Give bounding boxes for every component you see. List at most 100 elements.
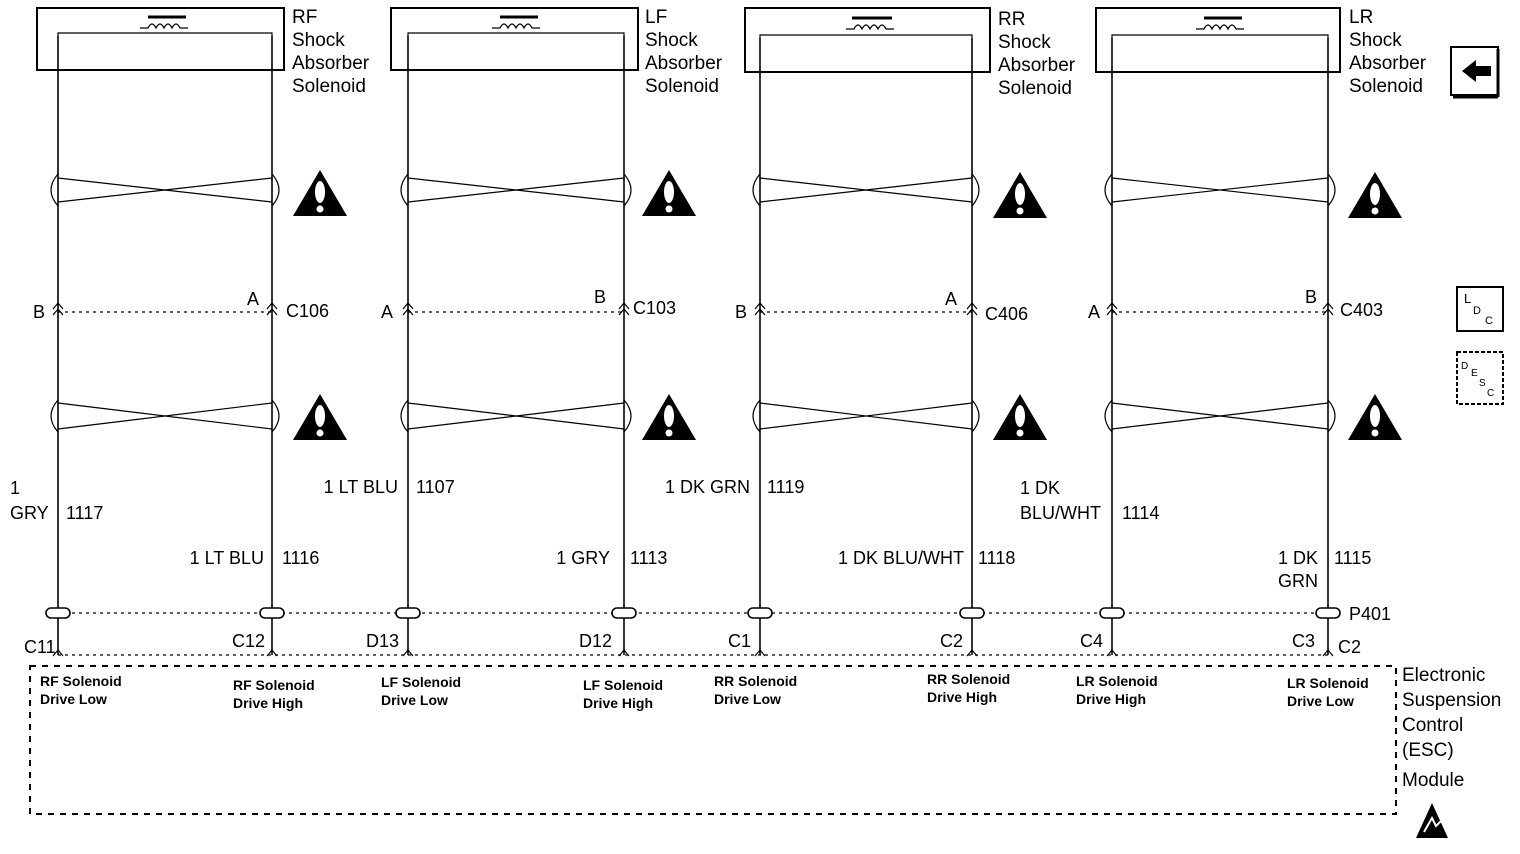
circuit-number: 1113 <box>630 548 667 568</box>
warning-icon <box>1348 394 1402 440</box>
back-arrow-button[interactable] <box>1450 46 1500 99</box>
pin-label: B <box>735 302 747 322</box>
connector-id: C406 <box>985 304 1028 324</box>
wire-color: GRY <box>10 503 49 523</box>
module-name-line: Electronic <box>1402 665 1485 686</box>
twisted-pair-upper <box>50 173 1336 207</box>
circuit-number: 1107 <box>416 477 455 497</box>
solenoid-label-line: Solenoid <box>645 76 719 97</box>
connector-id: C403 <box>1340 300 1383 320</box>
wire-color: 1 DK BLU/WHT <box>838 548 964 568</box>
pin-label: C2 <box>940 631 963 651</box>
p401-connector: P401 <box>45 604 1391 624</box>
circuit-number: 1114 <box>1122 503 1159 523</box>
terminal-name: Drive Low <box>381 692 448 708</box>
coil-icon <box>492 23 540 30</box>
svg-text:D: D <box>1473 305 1481 317</box>
circuit-number: 1117 <box>66 503 103 523</box>
coil-icon <box>1196 24 1244 31</box>
terminal-name: LR Solenoid <box>1076 673 1158 689</box>
solenoid-label-line: Shock <box>1349 30 1402 51</box>
pin-label: B <box>1305 287 1317 307</box>
terminal-name: Drive High <box>583 695 653 711</box>
rr-solenoid: RR Shock Absorber Solenoid <box>744 7 1076 99</box>
module-name-line: Suspension <box>1402 690 1501 711</box>
terminal-name: RF Solenoid <box>40 673 122 689</box>
terminal-name: RR Solenoid <box>714 673 797 689</box>
module-pin-labels: C11 C12 D13 D12 C1 C2 C4 C3 C2 <box>24 631 1361 657</box>
warning-icon <box>642 170 696 216</box>
wire-color: 1 <box>10 478 20 498</box>
svg-text:L: L <box>1464 291 1471 306</box>
pin-label: A <box>1088 302 1100 322</box>
warning-icons <box>293 170 1402 440</box>
pin-label: A <box>381 302 393 322</box>
solenoid-label-line: Absorber <box>1349 53 1427 74</box>
pin-label: B <box>33 302 45 322</box>
back-arrow-icon <box>1462 60 1491 82</box>
terminal-name: LF Solenoid <box>583 677 663 693</box>
lr-solenoid: LR Shock Absorber Solenoid <box>1095 7 1427 97</box>
connector-row <box>52 302 1334 316</box>
wire-color: 1 LT BLU <box>324 477 398 497</box>
solenoid-label-line: Absorber <box>998 55 1076 76</box>
twisted-pair-lower <box>50 399 1336 433</box>
connector-id: P401 <box>1349 604 1391 624</box>
pin-label: D12 <box>579 631 612 651</box>
coil-icon <box>846 24 894 31</box>
terminal-name: Drive High <box>233 695 303 711</box>
esd-warning-icon <box>1416 803 1448 838</box>
pin-label: C4 <box>1080 631 1103 651</box>
wire-labels: 1 GRY 1117 1 LT BLU 1116 1 LT BLU 1107 1… <box>10 477 1371 591</box>
svg-text:C: C <box>1485 315 1493 327</box>
connector-id: C103 <box>633 298 676 318</box>
wires <box>57 36 1329 655</box>
terminal-name: Drive High <box>927 689 997 705</box>
solenoid-label-line: Absorber <box>292 53 370 74</box>
lf-solenoid: LF Shock Absorber Solenoid <box>390 7 723 97</box>
wire-color: 1 LT BLU <box>190 548 264 568</box>
wire-color: 1 DK <box>1020 478 1060 498</box>
pin-label: C3 <box>1292 631 1315 651</box>
warning-icon <box>642 394 696 440</box>
warning-icon <box>993 394 1047 440</box>
svg-text:D: D <box>1461 361 1468 372</box>
warning-icon <box>1348 172 1402 218</box>
module-name-line: (ESC) <box>1402 740 1454 761</box>
solenoid-label-line: RF <box>292 7 317 28</box>
pin-label: B <box>594 287 606 307</box>
pin-label: C1 <box>728 631 751 651</box>
terminal-name: LR Solenoid <box>1287 675 1369 691</box>
wire-color: 1 DK <box>1278 548 1318 568</box>
svg-text:E: E <box>1471 368 1478 379</box>
desc-icon[interactable]: D E S C <box>1456 351 1504 405</box>
solenoid-label-line: Shock <box>998 32 1051 53</box>
solenoid-label-line: Solenoid <box>1349 76 1423 97</box>
wire-color: BLU/WHT <box>1020 503 1101 523</box>
circuit-number: 1118 <box>978 548 1015 568</box>
terminal-name: Drive Low <box>1287 693 1354 709</box>
pin-label: C11 <box>24 637 56 657</box>
pin-label: C12 <box>232 631 265 651</box>
solenoid-label-line: LR <box>1349 7 1373 28</box>
svg-text:C: C <box>1487 388 1494 399</box>
esc-module: RF Solenoid Drive Low RF Solenoid Drive … <box>29 665 1501 815</box>
solenoid-label-line: Shock <box>292 30 345 51</box>
pin-label: D13 <box>366 631 399 651</box>
wire-color: GRN <box>1278 571 1318 591</box>
pin-label: A <box>247 289 259 309</box>
wire-color: 1 DK GRN <box>665 477 750 497</box>
solenoid-label-line: RR <box>998 9 1025 30</box>
ldc-icon[interactable]: L D C <box>1456 286 1504 332</box>
terminal-name: RR Solenoid <box>927 671 1010 687</box>
module-name-line: Control <box>1402 715 1463 736</box>
solenoid-label-line: Shock <box>645 30 698 51</box>
terminal-name: Drive Low <box>714 691 781 707</box>
pin-label: A <box>945 289 957 309</box>
rf-solenoid: RF Shock Absorber Solenoid <box>36 7 370 97</box>
warning-icon <box>993 172 1047 218</box>
warning-icon <box>293 394 347 440</box>
solenoid-label-line: Solenoid <box>998 78 1072 99</box>
solenoid-label-line: Absorber <box>645 53 723 74</box>
svg-text:S: S <box>1479 378 1486 389</box>
